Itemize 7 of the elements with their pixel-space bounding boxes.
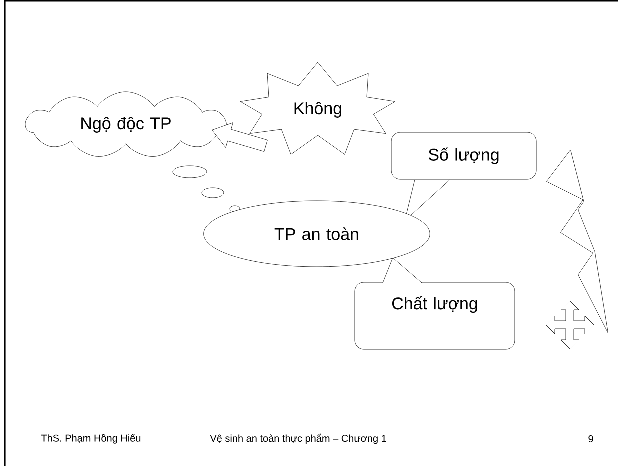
footer-text: 9 [588, 435, 594, 443]
footer-text: ThS. Phạm Hồng Hiếu [41, 434, 141, 444]
callout-box: Số lượng [391, 132, 537, 222]
block-arrow [212, 122, 268, 152]
callout-box: Chất lượng [354, 258, 516, 350]
thought-cloud: Ngộ độc TP [25, 92, 240, 212]
footer-text: Vệ sinh an toàn thực phẩm – Chương 1 [210, 434, 386, 444]
